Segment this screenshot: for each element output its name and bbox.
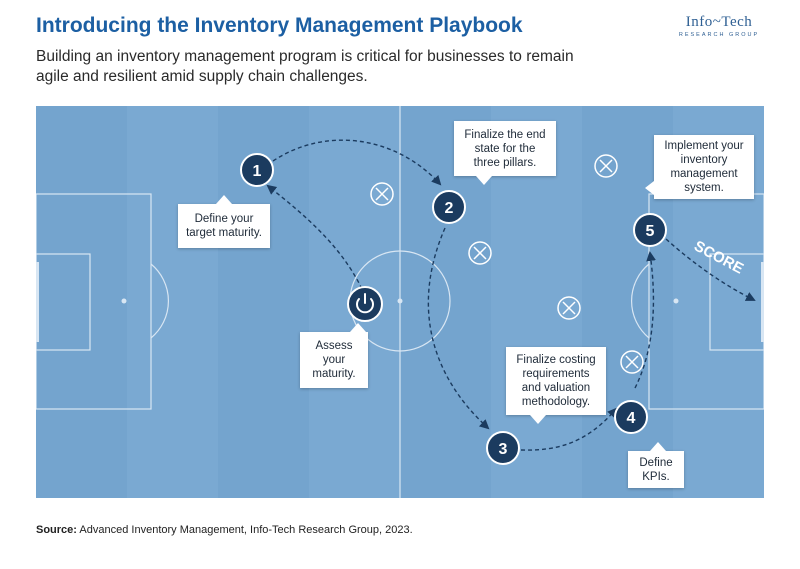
callout-step-5: Implement your inventory management syst…	[645, 135, 754, 199]
step-number: 2	[445, 200, 454, 217]
opponent-x-icon	[620, 350, 644, 374]
soccer-field-diagram: SCORE 1 2 3 4 5	[35, 106, 765, 498]
logo-wordmark: Info~Tech	[685, 14, 753, 30]
step-node-3: 3	[486, 431, 520, 465]
source-text: Advanced Inventory Management, Info-Tech…	[79, 524, 413, 536]
step-node-4: 4	[614, 400, 648, 434]
callout-step-4: Define KPIs.	[628, 442, 684, 488]
step-node-1: 1	[240, 153, 274, 187]
callout-step-3: Finalize costing requirements and valuat…	[506, 347, 606, 424]
step-number: 3	[499, 441, 508, 458]
start-node	[347, 286, 383, 322]
step-node-5: 5	[633, 213, 667, 247]
callout-start: Assess your maturity.	[300, 323, 368, 388]
callout-text: Finalize costing requirements and valuat…	[516, 354, 596, 408]
callout-text: Define KPIs.	[639, 456, 673, 483]
infotech-logo: Info~Tech RESEARCH GROUP	[664, 14, 774, 38]
logo-tagline: RESEARCH GROUP	[678, 32, 760, 38]
opponent-x-icon	[468, 241, 492, 265]
play-path	[266, 139, 756, 451]
step-node-2: 2	[432, 190, 466, 224]
callout-text: Implement your inventory management syst…	[664, 140, 744, 194]
step-number: 1	[253, 163, 262, 180]
step-number: 5	[646, 223, 655, 240]
callout-text: Assess your maturity.	[312, 340, 356, 380]
opponent-x-icon	[594, 154, 618, 178]
opponent-markers	[370, 154, 644, 374]
callout-step-1: Define your target maturity.	[178, 195, 270, 248]
source-note: Source: Advanced Inventory Management, I…	[36, 524, 413, 536]
callout-text: Define your target maturity.	[186, 213, 262, 239]
callout-step-2: Finalize the end state for the three pil…	[454, 121, 556, 185]
callout-text: Finalize the end state for the three pil…	[464, 128, 546, 169]
step-number: 4	[627, 410, 636, 427]
opponent-x-icon	[557, 296, 581, 320]
source-label: Source:	[36, 524, 77, 536]
opponent-x-icon	[370, 182, 394, 206]
page-subtitle: Building an inventory management program…	[36, 48, 574, 85]
power-icon	[356, 293, 374, 314]
page-title: Introducing the Inventory Management Pla…	[36, 14, 523, 37]
